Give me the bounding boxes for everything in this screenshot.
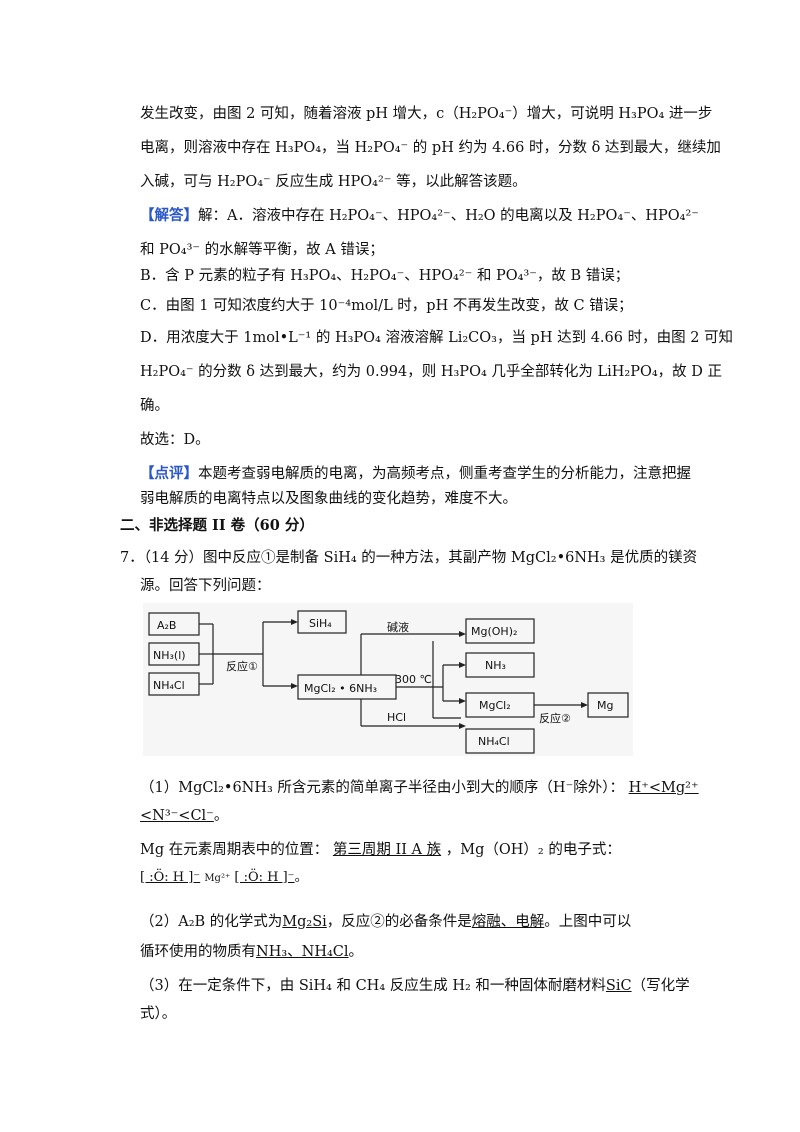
mg-position-answer: 第三周期 II A 族 <box>332 842 442 858</box>
reaction-flow-diagram: A₂B NH₃(l) NH₄Cl 反应① SiH₄ MgCl₂ • 6NH₃ 碱… <box>143 603 633 756</box>
label-nh4cl-left: NH₄Cl <box>153 679 185 692</box>
answer-text: 解：A．溶液中存在 H₂PO₄⁻、HPO₄²⁻、H₂O 的电离以及 H₂PO₄⁻… <box>198 208 699 224</box>
mg-oh2-prefix: ，Mg（OH）₂ 的电子式： <box>445 842 621 858</box>
lewis-left: [ :Ö: H ]⁻ <box>140 870 201 885</box>
part1-line-2: <N³⁻<Cl⁻。 <box>140 806 228 826</box>
answer-b: B．含 P 元素的粒子有 H₃PO₄、H₂PO₄⁻、HPO₄²⁻ 和 PO₄³⁻… <box>140 268 630 284</box>
box-mgoh2 <box>465 618 535 644</box>
q7-line-1: 7．（14 分）图中反应①是制备 SiH₄ 的一种方法，其副产物 MgCl₂•6… <box>120 550 698 566</box>
part2-answer-3: NH₃、NH₄Cl <box>256 944 349 960</box>
part2-mid: ，反应②的必备条件是 <box>326 914 472 930</box>
para-line-2: 电离，则溶液中存在 H₃PO₄，当 H₂PO₄⁻ 的 pH 约为 4.66 时，… <box>140 140 721 156</box>
part2-l2-end: 。 <box>348 944 364 960</box>
label-sih4: SiH₄ <box>309 617 332 630</box>
answer-d-1: D．用浓度大于 1mol•L⁻¹ 的 H₃PO₄ 溶液溶解 Li₂CO₃，当 p… <box>140 330 734 346</box>
part1-prefix: （1）MgCl₂•6NH₃ 所含元素的简单离子半径由小到大的顺序（H⁻除外）： <box>140 780 624 796</box>
label-mgcl2-6nh3: MgCl₂ • 6NH₃ <box>304 682 377 695</box>
answer-line-2: 和 PO₄³⁻ 的水解等平衡，故 A 错误； <box>140 242 384 258</box>
label-alkali: 碱液 <box>387 620 409 634</box>
box-nh4cl-right <box>465 728 535 754</box>
comment-tag: 【点评】 <box>140 465 198 482</box>
label-mgcl2: MgCl₂ <box>479 699 511 712</box>
answer-c: C．由图 1 可知浓度约大于 10⁻⁴mol/L 时，pH 不再发生改变，故 C… <box>140 298 633 314</box>
comment-line-1: 【点评】本题考查弱电解质的电离，为高频考点，侧重考查学生的分析能力，注意把握 <box>140 464 691 484</box>
lewis-right: [ :Ö: H ]⁻ <box>234 870 295 885</box>
part3-suffix: （写化学 <box>631 978 690 994</box>
label-hcl: HCl <box>387 711 406 724</box>
label-nh3l: NH₃(l) <box>153 649 186 662</box>
answer-choice: 故选：D。 <box>140 432 210 448</box>
label-300c: 300 ℃ <box>395 673 432 686</box>
part3-line-1: （3）在一定条件下，由 SiH₄ 和 CH₄ 反应生成 H₂ 和一种固体耐磨材料… <box>140 976 690 996</box>
part2-line-1: （2）A₂B 的化学式为Mg₂Si，反应②的必备条件是熔融、电解。上图中可以 <box>140 912 631 932</box>
part3-answer: SiC <box>605 978 632 994</box>
part3-line-2: 式）。 <box>140 1006 177 1022</box>
label-mg: Mg <box>597 699 613 712</box>
part2-suffix: 。上图中可以 <box>544 914 632 930</box>
label-mgoh2: Mg(OH)₂ <box>471 625 517 638</box>
comment-line-2: 弱电解质的电离特点以及图象曲线的变化趋势，难度不大。 <box>140 491 517 507</box>
part2-l2-prefix: 循环使用的物质有 <box>140 944 256 960</box>
mg-position-prefix: Mg 在元素周期表中的位置： <box>140 842 329 858</box>
answer-d-3: 确。 <box>140 398 169 414</box>
lewis-end: 。 <box>294 870 308 885</box>
part1-end: 。 <box>213 808 229 824</box>
lewis-mg: Mg²⁺ <box>204 873 231 884</box>
part2-answer-2: 熔融、电解 <box>471 914 545 930</box>
lewis-structure: [ :Ö: H ]⁻ Mg²⁺ [ :Ö: H ]⁻。 <box>140 868 308 889</box>
answer-line-1: 【解答】解：A．溶液中存在 H₂PO₄⁻、HPO₄²⁻、H₂O 的电离以及 H₂… <box>140 206 699 226</box>
section-heading: 二、非选择题 II 卷（60 分） <box>120 517 314 534</box>
para-line-1: 发生改变，由图 2 可知，随着溶液 pH 增大，c（H₂PO₄⁻）增大，可说明 … <box>140 106 713 122</box>
part1-answer-a: H⁺<Mg²⁺ <box>628 780 699 796</box>
answer-d-2: H₂PO₄⁻ 的分数 δ 达到最大，约为 0.994，则 H₃PO₄ 几乎全部转… <box>140 364 723 380</box>
label-a2b: A₂B <box>157 619 176 632</box>
part2-answer-1: Mg₂Si <box>282 914 327 930</box>
para-line-3: 入碱，可与 H₂PO₄⁻ 反应生成 HPO₄²⁻ 等，以此解答该题。 <box>140 174 527 190</box>
q7-line-2: 源。回答下列问题： <box>140 578 271 594</box>
part1-answer-b: <N³⁻<Cl⁻ <box>140 808 214 824</box>
part2-line-2: 循环使用的物质有NH₃、NH₄Cl。 <box>140 942 363 962</box>
label-nh3-right: NH₃ <box>485 659 506 672</box>
label-nh4cl-right: NH₄Cl <box>478 735 510 748</box>
label-reaction-1: 反应① <box>226 659 258 673</box>
part1-line-3: Mg 在元素周期表中的位置： 第三周期 II A 族 ，Mg（OH）₂ 的电子式… <box>140 840 621 860</box>
answer-tag: 【解答】 <box>140 207 198 224</box>
part1-line-1: （1）MgCl₂•6NH₃ 所含元素的简单离子半径由小到大的顺序（H⁻除外）： … <box>140 778 699 798</box>
part2-prefix: （2）A₂B 的化学式为 <box>140 914 283 930</box>
comment-text: 本题考查弱电解质的电离，为高频考点，侧重考查学生的分析能力，注意把握 <box>198 466 691 482</box>
part3-prefix: （3）在一定条件下，由 SiH₄ 和 CH₄ 反应生成 H₂ 和一种固体耐磨材料 <box>140 978 606 994</box>
label-reaction-2: 反应② <box>539 711 571 725</box>
